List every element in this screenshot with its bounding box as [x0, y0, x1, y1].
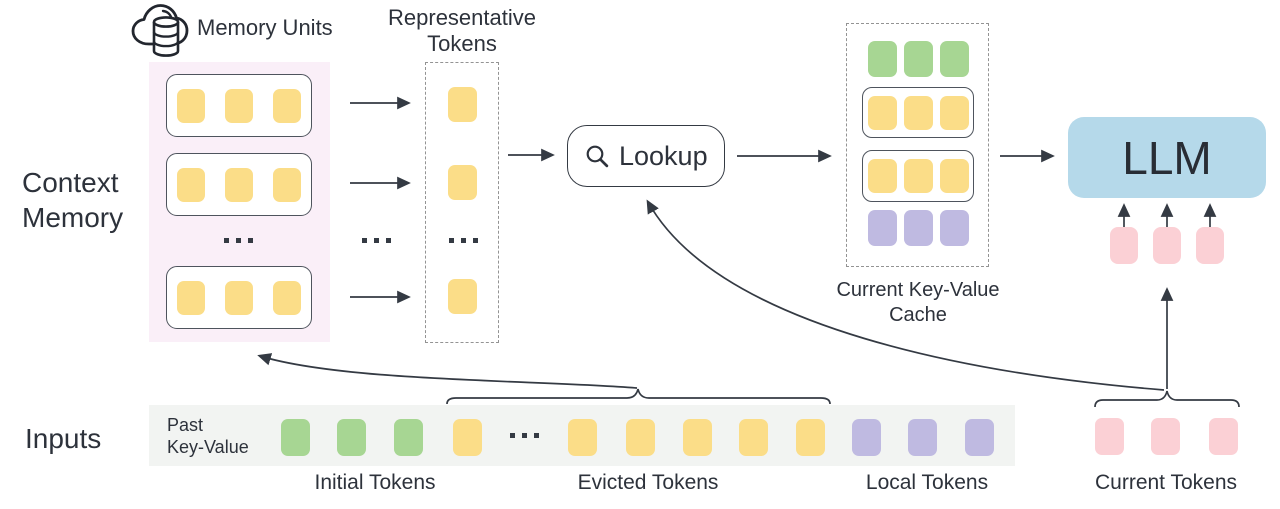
- initial-tokens-label: Initial Tokens: [314, 471, 436, 494]
- cloud-database-icon: [129, 1, 193, 59]
- green-token: [867, 41, 897, 77]
- yellow-token: [453, 419, 482, 456]
- context-memory-title: Context Memory: [22, 167, 124, 233]
- llm-label: LLM: [1122, 131, 1212, 184]
- memory-units-label: Memory Units: [197, 15, 333, 40]
- yellow-token: [273, 88, 301, 123]
- yellow-token: [177, 280, 205, 315]
- purple-token: [939, 210, 969, 246]
- lookup-box: Lookup: [567, 125, 725, 187]
- yellow-token: [273, 167, 301, 202]
- past-key-value-label: Past Key-Value: [167, 415, 249, 457]
- purple-token: [867, 210, 897, 246]
- green-token: [939, 41, 969, 77]
- yellow-token: [867, 159, 897, 193]
- yellow-token: [683, 419, 712, 456]
- pink-token: [1196, 227, 1224, 264]
- purple-token: [965, 419, 994, 456]
- llm-box: LLM: [1068, 117, 1266, 198]
- yellow-token: [903, 95, 933, 130]
- representative-token: [448, 87, 477, 122]
- memory-unit-row: [166, 153, 312, 216]
- memory-unit-row: [166, 74, 312, 137]
- cache-unit-row: [862, 150, 974, 202]
- representative-token: [448, 165, 477, 200]
- ellipsis-between: [362, 238, 391, 243]
- evicted-tokens-brace: [446, 388, 831, 405]
- purple-token: [908, 419, 937, 456]
- current-kv-cache-label: Current Key-Value Cache: [836, 279, 1000, 326]
- yellow-token: [903, 159, 933, 193]
- representative-tokens-label: Representative Tokens: [388, 5, 536, 56]
- yellow-token: [626, 419, 655, 456]
- arrow-evicted-to-memory: [257, 353, 638, 389]
- green-token: [337, 419, 366, 456]
- green-token: [394, 419, 423, 456]
- current-tokens-label: Current Tokens: [1094, 471, 1238, 494]
- yellow-token: [796, 419, 825, 456]
- purple-token: [903, 210, 933, 246]
- yellow-token: [939, 95, 969, 130]
- representative-token: [448, 279, 477, 314]
- lookup-label: Lookup: [619, 140, 708, 171]
- local-tokens-label: Local Tokens: [865, 471, 989, 494]
- yellow-token: [867, 95, 897, 130]
- yellow-token: [177, 167, 205, 202]
- yellow-token: [739, 419, 768, 456]
- pink-token: [1209, 418, 1238, 455]
- green-token: [281, 419, 310, 456]
- evicted-tokens-label: Evicted Tokens: [577, 471, 719, 494]
- memory-unit-row: [166, 266, 312, 329]
- pink-token: [1110, 227, 1138, 264]
- yellow-token: [225, 167, 253, 202]
- green-token: [903, 41, 933, 77]
- current-tokens-brace: [1094, 390, 1240, 408]
- yellow-token: [939, 159, 969, 193]
- search-icon: [586, 145, 609, 167]
- cache-unit-row: [862, 87, 974, 138]
- yellow-token: [273, 280, 301, 315]
- yellow-token: [568, 419, 597, 456]
- inputs-title: Inputs: [25, 423, 102, 454]
- yellow-token: [177, 88, 205, 123]
- cache-local-row: [862, 210, 974, 246]
- pink-token: [1095, 418, 1124, 455]
- pink-token: [1153, 227, 1181, 264]
- yellow-token: [225, 280, 253, 315]
- pink-token: [1151, 418, 1180, 455]
- purple-token: [852, 419, 881, 456]
- yellow-token: [225, 88, 253, 123]
- cache-initial-row: [862, 41, 974, 77]
